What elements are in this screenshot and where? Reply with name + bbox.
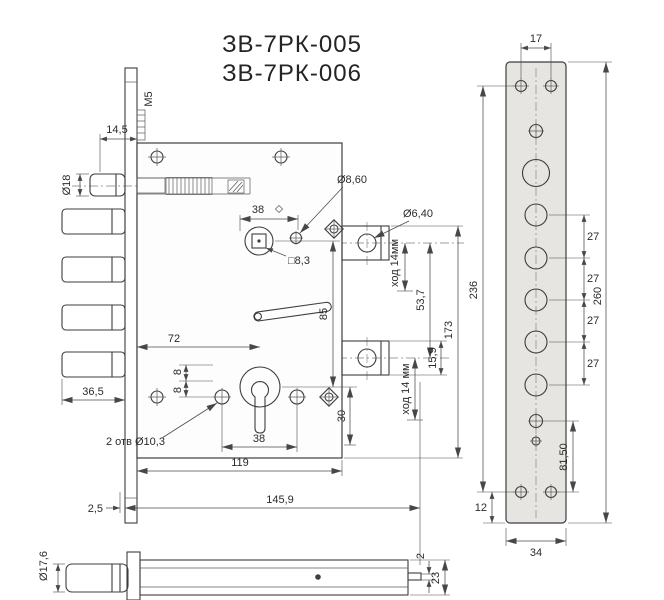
screw-hole — [272, 148, 290, 166]
dim-34-label: 34 — [530, 547, 542, 559]
small-screw-hole — [530, 435, 542, 447]
stroke-lower-label: ход 14 мм — [400, 363, 412, 414]
dim-38-top-label: 38 — [252, 204, 264, 216]
title-block: ЗВ-7РК-005 ЗВ-7РК-006 — [222, 31, 362, 87]
deadbolt-3 — [61, 304, 126, 331]
dim-17-label: 17 — [530, 33, 542, 45]
diamond-pad — [324, 219, 344, 239]
dim-260-label: 260 — [592, 287, 604, 305]
dim-2-5-label: 2,5 — [88, 503, 103, 515]
model-number-2: ЗВ-7РК-006 — [222, 60, 362, 87]
dim-81-50-label: 81,50 — [558, 443, 570, 471]
dim-d18-label: Ø18 — [61, 175, 73, 196]
diamond-pad — [319, 387, 339, 407]
holes-note-label: 2 отв Ø10,3 — [106, 436, 165, 448]
dim-d6-40-label: Ø6,40 — [403, 208, 433, 220]
dim-173-label: 173 — [443, 321, 455, 339]
screw-hole — [148, 388, 166, 406]
model-number-1: ЗВ-7РК-005 — [222, 31, 362, 58]
square-follower — [244, 226, 274, 256]
hole-10-3 — [213, 388, 231, 406]
dim-sq8-3-label: □8,3 — [288, 255, 310, 267]
strike-tab — [407, 572, 422, 581]
dim-27-2-label: 27 — [587, 273, 599, 285]
surface-mark — [274, 204, 284, 214]
dim-8-upper-label: 8 — [172, 369, 184, 375]
screw-hole — [543, 484, 559, 500]
dim-36-5-label: 36,5 — [82, 386, 103, 398]
spring-mechanism — [137, 177, 251, 195]
body-section — [139, 559, 409, 596]
dim-m5-label: M5 — [143, 91, 155, 106]
deadbolt-4 — [61, 351, 126, 378]
rivet — [315, 574, 321, 580]
cylinder-body — [65, 563, 129, 593]
dim-d17-6-label: Ø17,6 — [38, 551, 50, 581]
dim-14-5-label: 14,5 — [106, 124, 127, 136]
dim-38-bottom-label: 38 — [253, 433, 265, 445]
screw-hole — [513, 78, 529, 94]
dim-27-4-label: 27 — [587, 358, 599, 370]
hole-8-60 — [289, 231, 303, 245]
bolt-hole-2 — [524, 246, 548, 270]
roller-pin-hole — [521, 158, 551, 188]
deadbolt-1 — [61, 208, 126, 235]
bolt-hole-3 — [524, 288, 548, 312]
roller-pin — [89, 173, 126, 197]
latch-lower — [341, 340, 390, 376]
keyhole — [250, 380, 270, 434]
dim-d8-60-label: Ø8,60 — [337, 174, 367, 186]
faceplate-view: 17 236 27 27 27 27 260 81,50 12 34 — [468, 33, 612, 559]
dim-85-label: 85 — [318, 308, 330, 320]
m5-stud — [136, 109, 146, 141]
pin-hole-small — [528, 123, 544, 139]
dim-53-7-label: 53,7 — [415, 289, 427, 310]
latch-hole — [528, 413, 544, 429]
dim-8-lower-label: 8 — [172, 387, 184, 393]
dim-12-label: 12 — [475, 502, 487, 514]
stroke-upper-label: ход 14мм — [389, 239, 401, 287]
dim-15-9-label: 15,9 — [427, 347, 439, 368]
bolt-hole-1 — [524, 203, 548, 227]
cylinder-ring — [239, 366, 281, 408]
dim-27-3-label: 27 — [587, 315, 599, 327]
screw-hole — [513, 484, 529, 500]
bolt-hole-5 — [524, 373, 548, 397]
hole-10-3 — [288, 388, 306, 406]
bottom-view: Ø17,6 2 23 — [38, 551, 450, 600]
lock-body — [136, 142, 343, 459]
screw-hole — [543, 78, 559, 94]
dim-236-label: 236 — [468, 281, 480, 299]
faceplate-section — [126, 551, 141, 600]
dim-2-label: 2 — [415, 553, 427, 559]
main-view: M5 — [61, 67, 464, 565]
latch-upper — [341, 225, 390, 261]
dim-145-9-label: 145,9 — [266, 494, 294, 506]
dim-27-1-label: 27 — [587, 231, 599, 243]
dim-23-label: 23 — [430, 572, 442, 584]
dim-30-label: 30 — [336, 410, 348, 422]
deadbolt-2 — [61, 256, 126, 283]
dim-119-label: 119 — [231, 457, 249, 469]
screw-hole — [148, 148, 166, 166]
faceplate-edge — [124, 67, 138, 524]
bolt-hole-4 — [524, 330, 548, 354]
dim-72-label: 72 — [168, 333, 180, 345]
